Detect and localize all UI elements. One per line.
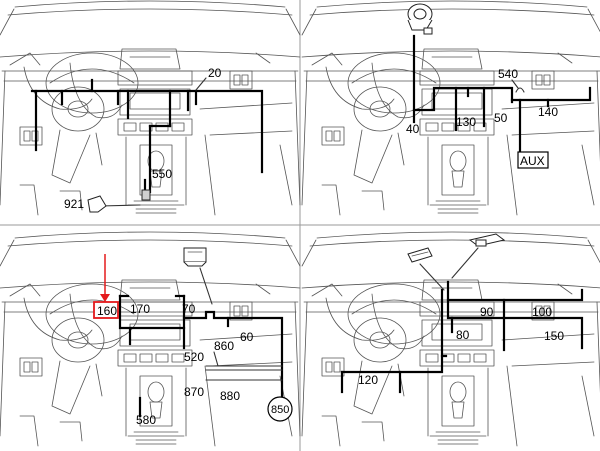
main-harness bbox=[182, 310, 284, 402]
label-540: 540 bbox=[498, 67, 518, 81]
harness-loop bbox=[118, 294, 186, 330]
lamp-unit-right bbox=[468, 233, 506, 247]
label-70: 70 bbox=[182, 302, 196, 316]
label-580: 580 bbox=[136, 413, 156, 427]
harness-lower bbox=[340, 354, 444, 374]
lamp-unit-left bbox=[407, 247, 433, 263]
highlight-arrowhead bbox=[100, 294, 110, 302]
label-100: 100 bbox=[532, 305, 552, 319]
label-aux: AUX bbox=[520, 154, 545, 168]
label-50: 50 bbox=[494, 111, 508, 125]
panel-top-left: 20 550 921 bbox=[0, 0, 301, 216]
label-850: 850 bbox=[271, 404, 289, 416]
label-921: 921 bbox=[64, 197, 84, 211]
leader-921 bbox=[99, 204, 141, 207]
panel-top-right: 40 130 50 540 140 AUX bbox=[301, 0, 600, 216]
panel-bottom-left: 160 170 70 60 520 860 870 880 580 850 bbox=[0, 231, 301, 447]
label-20: 20 bbox=[208, 66, 222, 80]
label-120: 120 bbox=[358, 373, 378, 387]
label-550: 550 bbox=[152, 167, 172, 181]
circle-850 bbox=[267, 396, 293, 422]
panel-bottom-right: 90 100 80 150 120 bbox=[301, 231, 600, 447]
label-860: 860 bbox=[214, 339, 234, 353]
label-130: 130 bbox=[456, 115, 476, 129]
label-870: 870 bbox=[184, 385, 204, 399]
main-harness bbox=[446, 288, 584, 302]
highlight-box-160 bbox=[93, 301, 119, 319]
label-170: 170 bbox=[130, 302, 150, 316]
main-harness bbox=[412, 34, 514, 112]
main-harness bbox=[30, 89, 264, 174]
label-520: 520 bbox=[184, 350, 204, 364]
label-880: 880 bbox=[220, 389, 240, 403]
label-60: 60 bbox=[240, 330, 254, 344]
component-921 bbox=[87, 195, 107, 213]
label-90: 90 bbox=[480, 305, 494, 319]
label-80: 80 bbox=[456, 328, 470, 342]
label-40: 40 bbox=[406, 122, 420, 136]
steering-angle-sensor bbox=[407, 3, 433, 35]
label-160: 160 bbox=[97, 304, 117, 318]
label-150: 150 bbox=[544, 329, 564, 343]
aux-socket-box bbox=[517, 151, 549, 169]
label-140: 140 bbox=[538, 105, 558, 119]
control-module bbox=[183, 247, 207, 267]
connector-550 bbox=[141, 189, 151, 201]
